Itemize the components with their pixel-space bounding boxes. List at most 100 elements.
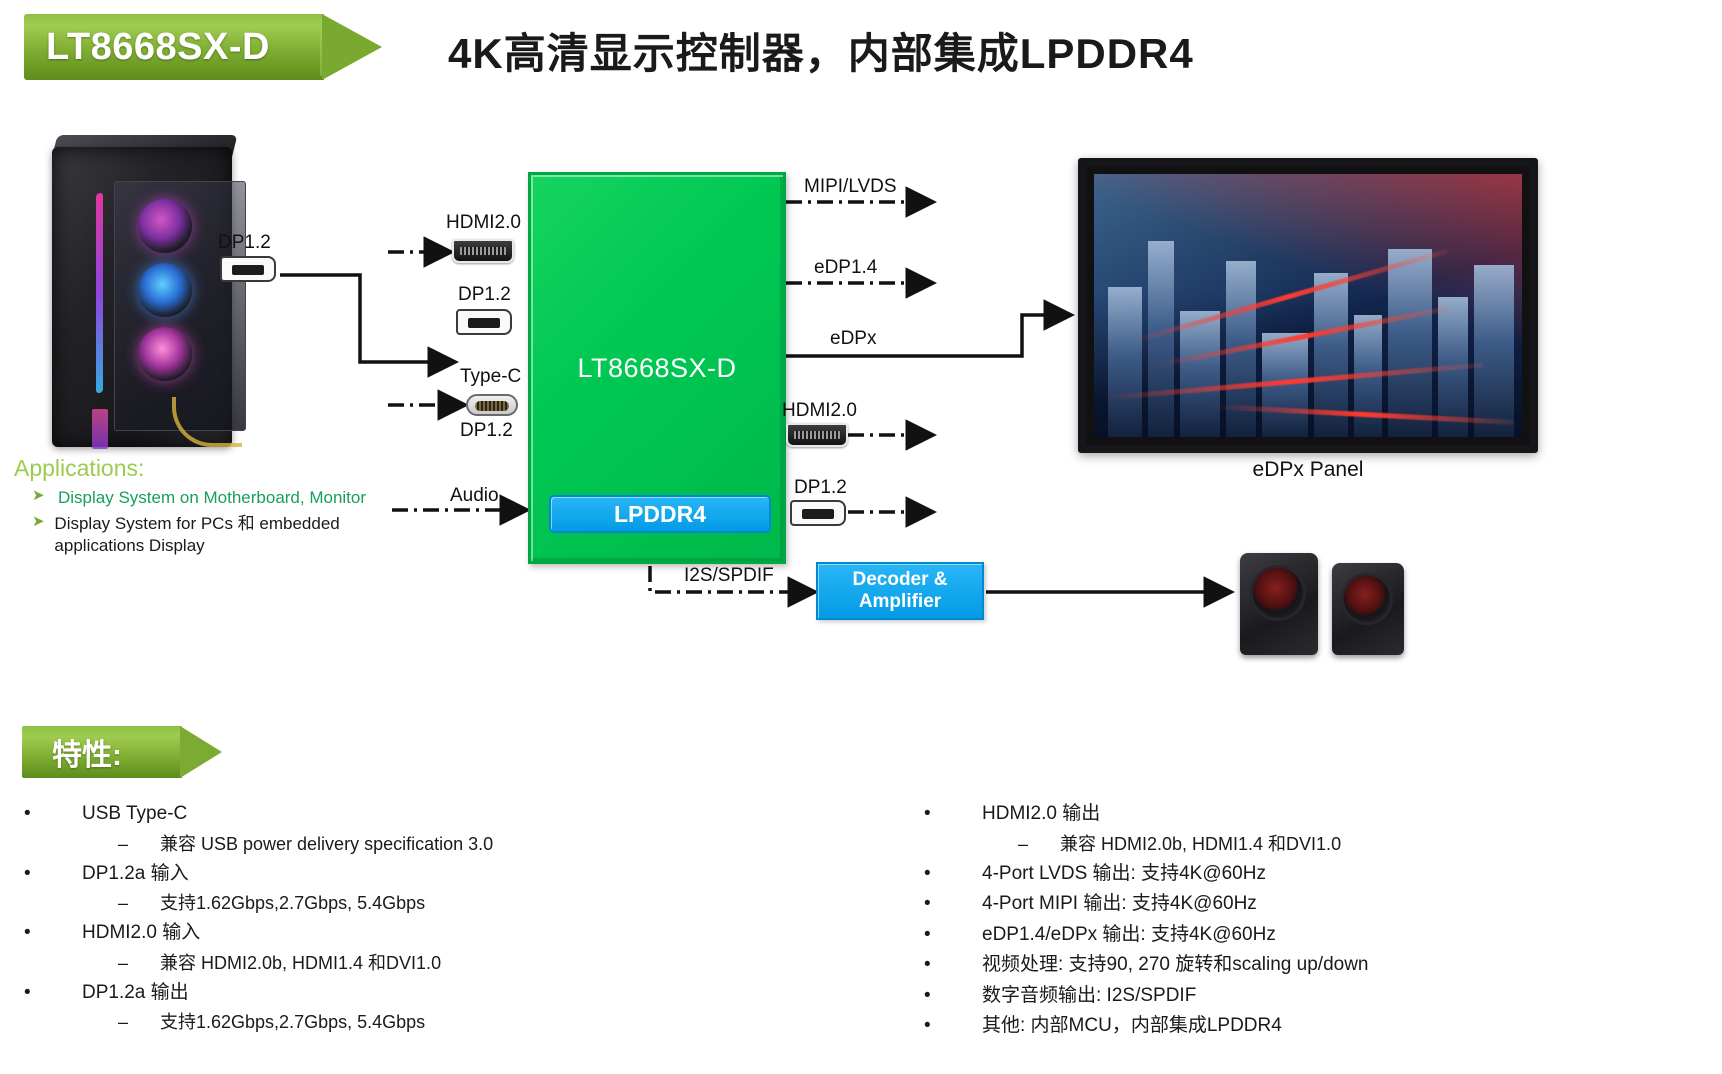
dash-icon: –	[118, 1012, 129, 1032]
lt8668sx-d-chip-block: LT8668SX-D LPDDR4	[528, 172, 786, 564]
page-title: 4K高清显示控制器，内部集成LPDDR4	[448, 30, 1194, 77]
banner-tip	[322, 14, 382, 80]
input-typec-sublabel: DP1.2	[460, 420, 513, 441]
banner-body	[24, 14, 324, 80]
feature-item: • eDP1.4/eDPx 输出: 支持4K@60Hz	[910, 921, 1710, 950]
output-i2s-spdif-label: I2S/SPDIF	[684, 565, 774, 586]
application-item-text: Display System on Motherboard, Monitor	[58, 488, 367, 507]
decoder-line-2: Amplifier	[858, 591, 942, 612]
feature-text: HDMI2.0 输入	[82, 922, 201, 943]
feature-item: • HDMI2.0 输入	[10, 919, 830, 948]
feature-text: HDMI2.0 输出	[982, 803, 1101, 824]
case-fan-bottom	[138, 327, 192, 381]
source-dp-connector	[220, 256, 276, 282]
chip-name-banner: LT8668SX-D	[24, 14, 382, 80]
input-dp-connector	[456, 309, 512, 335]
application-item: ➤ Display System for PCs 和 embedded appl…	[14, 513, 434, 556]
hdmi-connector-icon	[452, 239, 514, 263]
feature-subtext: 兼容 HDMI2.0b, HDMI1.4 和DVI1.0	[1060, 833, 1342, 854]
speaker-cone	[1341, 573, 1393, 625]
dp-connector-icon	[790, 500, 846, 526]
typec-connector-icon	[466, 394, 518, 416]
output-mipi-lvds-label: MIPI/LVDS	[804, 176, 897, 197]
feature-item: • 4-Port MIPI 输出: 支持4K@60Hz	[910, 890, 1710, 919]
feature-item: •USB Type-C	[10, 800, 830, 829]
application-item-text: Display System for PCs 和 embedded applic…	[54, 514, 340, 555]
output-dp-connector	[790, 500, 846, 526]
output-hdmi-label: HDMI2.0	[782, 400, 857, 421]
feature-text: DP1.2a 输入	[82, 862, 189, 884]
feature-subtext: 支持1.62Gbps,2.7Gbps, 5.4Gbps	[160, 1012, 426, 1032]
dp-connector-icon	[456, 309, 512, 335]
input-typec-connector	[466, 394, 518, 416]
input-hdmi-connector	[452, 239, 514, 263]
dash-icon: –	[1018, 833, 1029, 854]
feature-item: • HDMI2.0 输出	[910, 800, 1710, 829]
diagram-wires	[280, 186, 1235, 608]
feature-text: 其他: 内部MCU，内部集成LPDDR4	[982, 1015, 1282, 1036]
speaker-right	[1332, 563, 1404, 655]
feature-subtext: 支持1.62Gbps,2.7Gbps, 5.4Gbps	[160, 893, 426, 913]
edpx-panel-monitor: eDPx Panel	[1078, 158, 1538, 488]
speakers-image	[1238, 535, 1418, 655]
decoder-line-1: Decoder &	[852, 569, 948, 591]
pc-front-led	[92, 409, 108, 449]
panel-caption: eDPx Panel	[1252, 458, 1364, 481]
feature-text: 视频处理: 支持90, 270 旋转和scaling up/down	[982, 954, 1369, 975]
dash-icon: –	[118, 952, 129, 973]
bullet-icon: •	[924, 923, 931, 945]
applications-title: Applications:	[14, 455, 145, 481]
feature-item: • DP1.2a 输出	[10, 979, 830, 1008]
features-banner-tip	[180, 726, 222, 778]
chip-block-label: LT8668SX-D	[577, 353, 737, 383]
bullet-icon: •	[24, 922, 31, 943]
pc-tower-image	[18, 135, 258, 455]
dash-icon: –	[118, 893, 129, 913]
pc-case	[52, 147, 246, 449]
feature-item: •数字音频输出: I2S/SPDIF	[910, 982, 1710, 1011]
output-dp-label: DP1.2	[794, 477, 847, 498]
features-right-column: • HDMI2.0 输出 – 兼容 HDMI2.0b, HDMI1.4 和DVI1.…	[910, 800, 1710, 1043]
decoder-amplifier-block: Decoder & Amplifier	[816, 562, 984, 620]
bullet-icon: •	[924, 954, 931, 975]
bullet-arrow-icon: ➤	[32, 487, 45, 504]
feature-text: 4-Port LVDS 输出: 支持4K@60Hz	[982, 862, 1266, 884]
feature-text: DP1.2a 输出	[82, 981, 189, 1003]
bullet-icon: •	[924, 893, 931, 914]
monitor-frame	[1078, 158, 1538, 453]
bullet-icon: •	[24, 862, 31, 884]
feature-text: 4-Port MIPI 输出: 支持4K@60Hz	[982, 893, 1257, 914]
dp-connector-icon	[220, 256, 276, 282]
case-fan-top	[138, 199, 192, 253]
feature-subtext: 兼容 USB power delivery specification 3.0	[160, 833, 494, 854]
bullet-icon: •	[924, 803, 931, 824]
speaker-cone	[1250, 565, 1306, 621]
features-banner-body	[22, 726, 182, 778]
feature-subitem: – 支持1.62Gbps,2.7Gbps, 5.4Gbps	[10, 1009, 830, 1036]
input-hdmi-label: HDMI2.0	[446, 212, 521, 233]
bullet-icon: •	[24, 981, 31, 1003]
applications-section: Applications: ➤ Display System on Mother…	[14, 455, 434, 556]
bullet-icon: •	[924, 1015, 931, 1036]
feature-text: eDP1.4/eDPx 输出: 支持4K@60Hz	[982, 923, 1276, 945]
dash-icon: –	[118, 833, 129, 854]
features-banner: 特性:	[22, 726, 222, 778]
input-typec-label: Type-C	[460, 366, 522, 387]
feature-item: • 视频处理: 支持90, 270 旋转和scaling up/down	[910, 951, 1710, 980]
monitor-screen	[1094, 174, 1522, 437]
bullet-icon: •	[924, 862, 931, 884]
pc-cable	[172, 397, 242, 447]
rgb-strip	[96, 192, 103, 394]
source-dp-label: DP1.2	[218, 232, 271, 253]
feature-subitem: – 兼容 USB power delivery specification 3.0	[10, 831, 830, 858]
feature-item: • 4-Port LVDS 输出: 支持4K@60Hz	[910, 860, 1710, 889]
features-left-column: •USB Type-C – 兼容 USB power delivery speci…	[10, 800, 830, 1038]
chip-name-label: LT8668SX-D	[46, 25, 270, 68]
application-item: ➤ Display System on Motherboard, Monitor	[14, 487, 434, 508]
feature-subitem: – 支持1.62Gbps,2.7Gbps, 5.4Gbps	[10, 890, 830, 917]
output-hdmi-connector	[786, 423, 848, 447]
feature-subtext: 兼容 HDMI2.0b, HDMI1.4 和DVI1.0	[160, 952, 442, 973]
feature-subitem: – 兼容 HDMI2.0b, HDMI1.4 和DVI1.0	[10, 950, 830, 977]
bullet-icon: •	[924, 984, 931, 1006]
